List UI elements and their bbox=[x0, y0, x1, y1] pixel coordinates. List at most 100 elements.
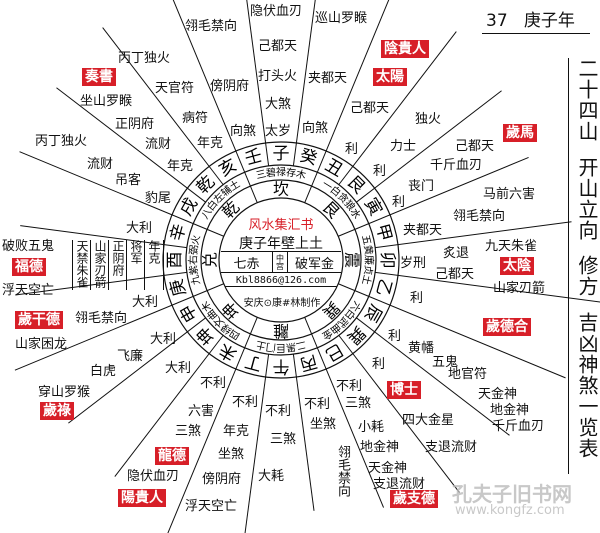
page-number: 37 bbox=[486, 11, 508, 31]
left-column: 将军 bbox=[126, 240, 145, 290]
shensha-label: 三煞 bbox=[270, 432, 297, 447]
sector-divider-line bbox=[114, 335, 224, 477]
shensha-label: 白虎 bbox=[90, 364, 117, 379]
center-credit: 安庆⊙康#林制作 bbox=[243, 298, 321, 309]
trigram-divider-line bbox=[304, 317, 318, 348]
mountain-label: 辛 bbox=[167, 222, 191, 244]
shensha-label: 隐伏血刃 bbox=[127, 469, 180, 484]
center-star-name: 破军金 bbox=[295, 256, 335, 272]
auspicious-star-badge: 太陰 bbox=[500, 257, 534, 275]
sector-divider-line bbox=[20, 225, 187, 249]
shensha-label: 六害 bbox=[188, 404, 215, 419]
shensha-label: 大煞 bbox=[265, 97, 292, 112]
shensha-label: 翎毛禁向 bbox=[75, 311, 128, 326]
auspicious-star-badge: 歲支德 bbox=[390, 490, 438, 508]
auspicious-star-badge: 博士 bbox=[387, 381, 421, 399]
side-title-part: 开山立向 bbox=[575, 156, 599, 241]
shensha-label: 大利 bbox=[165, 361, 192, 376]
shensha-label: 年克 bbox=[197, 136, 224, 151]
left-column: 天禁朱雀 bbox=[72, 240, 91, 290]
sector-divider-line bbox=[172, 0, 246, 173]
sector-divider-line bbox=[292, 354, 315, 511]
shensha-label: 夹都天 bbox=[403, 223, 443, 238]
shensha-label: 吊客 bbox=[115, 173, 142, 188]
trigram-label: 兑 bbox=[201, 252, 220, 268]
star-label: 三碧禄存木 bbox=[255, 165, 307, 181]
shensha-label: 利 bbox=[345, 142, 359, 157]
shensha-label: 丙丁独火 bbox=[35, 134, 88, 149]
sector-divider-line bbox=[246, 0, 270, 166]
shensha-label: 大耗 bbox=[258, 469, 285, 484]
shensha-label: 地官符 bbox=[448, 367, 488, 382]
shensha-label: 翎毛禁向 bbox=[185, 19, 238, 34]
shensha-label: 小耗 bbox=[358, 420, 385, 435]
auspicious-star-badge: 歲祿 bbox=[40, 402, 74, 420]
mountain-label: 癸 bbox=[298, 146, 320, 170]
shensha-label: 翎毛禁向 bbox=[335, 445, 350, 497]
star-label: 五黄廉贞土 bbox=[360, 234, 376, 286]
shensha-label: 穿山罗猴 bbox=[38, 385, 91, 400]
left-column: 年克 bbox=[144, 240, 164, 290]
sector-divider-line bbox=[375, 221, 572, 249]
left-column: 正阴府 bbox=[108, 240, 127, 290]
auspicious-star-badge: 陰貴人 bbox=[381, 40, 429, 58]
sector-divider-line bbox=[167, 347, 246, 533]
mountain-label: 酉 bbox=[165, 252, 185, 269]
shensha-label: 独火 bbox=[415, 112, 442, 127]
shensha-label: 地金神 bbox=[490, 403, 530, 418]
shensha-label: 翎毛禁向 bbox=[453, 209, 506, 224]
mountain-label: 艮 bbox=[343, 172, 369, 198]
watermark-url: www.kongfz.com bbox=[455, 503, 565, 518]
mountain-label: 丁 bbox=[243, 351, 265, 375]
shensha-label: 坐煞 bbox=[310, 417, 337, 432]
mountain-label: 卯 bbox=[377, 252, 397, 269]
trigram-divider-line bbox=[338, 283, 369, 297]
sector-divider-line bbox=[316, 347, 385, 508]
sector-divider-line bbox=[375, 271, 600, 303]
ring-circle bbox=[218, 197, 344, 323]
trigram-label: 震 bbox=[343, 252, 362, 268]
shensha-label: 丧门 bbox=[408, 179, 435, 194]
shensha-label: 利 bbox=[373, 164, 387, 179]
shensha-label: 己都天 bbox=[435, 267, 475, 282]
trigram-divider-line bbox=[193, 223, 224, 237]
mountain-label: 乙 bbox=[372, 277, 396, 299]
shensha-label: 不利 bbox=[265, 404, 292, 419]
sector-divider-line bbox=[292, 0, 316, 166]
trigram-label: 離 bbox=[273, 322, 289, 341]
sector-divider-line bbox=[368, 156, 529, 225]
auspicious-star-badge: 福德 bbox=[12, 258, 46, 276]
shensha-label: 山家刃箭 bbox=[493, 281, 546, 296]
star-label: 二黑巨门土 bbox=[255, 339, 307, 355]
trigram-label: 坎 bbox=[273, 180, 289, 199]
center-email: Kbl8866@126.com bbox=[225, 275, 337, 287]
sector-divider-line bbox=[56, 87, 206, 203]
shensha-label: 年克 bbox=[223, 424, 250, 439]
shensha-label: 支退流财 bbox=[373, 477, 426, 492]
left-column: 山家刃箭 bbox=[90, 240, 109, 290]
auspicious-star-badge: 歲干德 bbox=[15, 311, 63, 329]
shensha-label: 千斤血刃 bbox=[492, 419, 545, 434]
shensha-label: 利 bbox=[392, 195, 406, 210]
sector-divider-line bbox=[15, 271, 187, 296]
shensha-label: 傍阴府 bbox=[210, 79, 250, 94]
trigram-divider-line bbox=[304, 172, 318, 203]
side-title: 二十四山 开山立向 修方 吉凶神煞一览表 bbox=[568, 58, 599, 474]
sector-divider-line bbox=[19, 151, 194, 225]
shensha-label: 力士 bbox=[390, 139, 417, 154]
side-title-part: 二十四山 bbox=[575, 58, 599, 142]
shensha-label: 天金神 bbox=[368, 461, 408, 476]
shensha-label: 千斤血刃 bbox=[430, 158, 483, 173]
shensha-label: 九天朱雀 bbox=[485, 239, 538, 254]
shensha-label: 五鬼 bbox=[432, 355, 459, 370]
mountain-label: 甲 bbox=[372, 222, 396, 244]
shensha-label: 四大金星 bbox=[402, 413, 455, 428]
shensha-label: 三煞 bbox=[175, 424, 202, 439]
shensha-label: 向煞 bbox=[230, 124, 257, 139]
mountain-label: 午 bbox=[273, 356, 290, 376]
sector-divider-line bbox=[244, 354, 270, 533]
shensha-label: 巡山罗睺 bbox=[315, 11, 368, 26]
page-header: 37 庚子年 bbox=[482, 6, 590, 34]
sector-divider-line bbox=[356, 90, 502, 203]
